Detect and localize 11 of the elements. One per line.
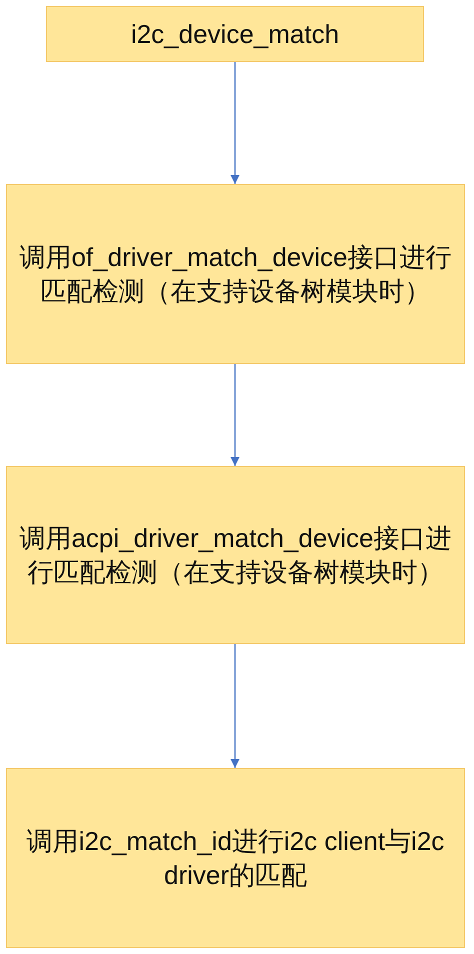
arrow [230,364,240,466]
box-text: i2c_device_match [130,18,340,51]
process-box [46,6,424,62]
box-text: 调用acpi_driver_match_device接口进行匹配检测（在支持设备树模块时） [18,522,453,589]
arrow [230,644,240,768]
process-box [6,466,465,644]
process-box [6,768,465,948]
box-text: 调用i2c_match_id进行i2c client与i2c driver的匹配 [26,824,446,892]
arrow [230,62,240,184]
process-box [6,184,465,364]
box-text: 调用of_driver_match_device接口进行匹配检测（在支持设备树模块时） [18,240,453,308]
